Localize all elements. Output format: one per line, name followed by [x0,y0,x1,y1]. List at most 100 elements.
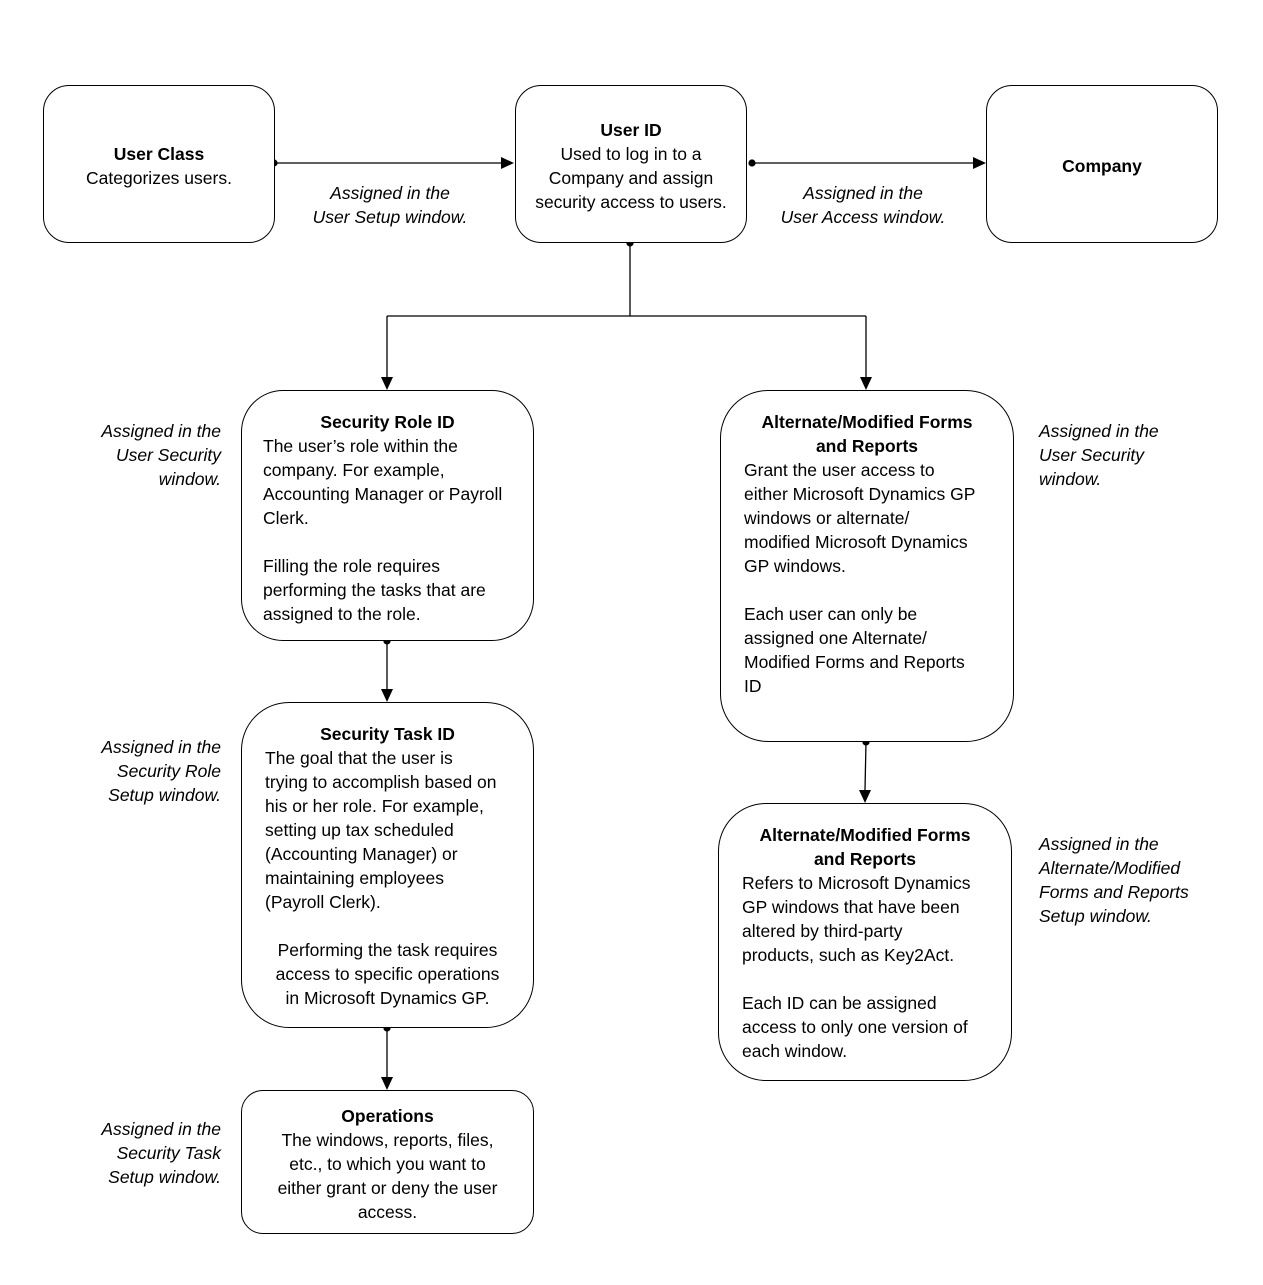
security-role-desc-line: Filling the role requires [263,556,441,576]
security-task-title: Security Task ID [320,724,455,744]
note-line: window. [1039,469,1102,489]
note-line: Security Task [116,1143,221,1163]
alt-forms-desc-line: assigned one Alternate/ [744,628,927,648]
security-role-desc-line: company. For example, [263,460,445,480]
note-line: Setup window. [108,785,221,805]
operations-title: Operations [341,1106,434,1126]
note-line: Assigned in the [101,1119,221,1139]
note-line: Assigned in the [1039,421,1159,441]
company-title: Company [1062,156,1142,176]
spacer [742,967,1011,991]
user-id-desc-line: Company and assign [548,168,714,188]
spacer [265,914,533,938]
note-alt-user-security: Assigned in the User Security window. [1039,419,1239,491]
user-id-desc-line: security access to users. [535,192,727,212]
alt-forms-box: Alternate/Modified Forms and Reports Gra… [720,390,1014,742]
security-role-desc-line: performing the tasks that are [263,580,486,600]
note-line: Setup window. [1039,906,1152,926]
user-class-desc: Categorizes users. [86,168,232,188]
alt-forms-title-line: Alternate/Modified Forms [761,412,973,432]
alt-forms-desc-line: GP windows. [744,556,846,576]
note-task-role-setup: Assigned in the Security Role Setup wind… [40,735,221,807]
operations-desc-line: either grant or deny the user [277,1178,498,1198]
operations-desc-line: The windows, reports, files, [281,1130,494,1150]
note-line: window. [158,469,221,489]
alt-forms-desc-line: Each user can only be [744,604,918,624]
user-class-box: User Class Categorizes users. [43,85,275,243]
alt-forms-id-desc-line: access to only one version of [742,1017,968,1037]
alt-forms-desc-line: either Microsoft Dynamics GP [744,484,976,504]
security-role-desc-line: The user’s role within the [263,436,458,456]
spacer [744,578,1013,602]
security-task-desc-line: access to specific operations [275,964,500,984]
alt-forms-id-box: Alternate/Modified Forms and Reports Ref… [718,803,1012,1081]
arrowhead [973,157,986,169]
security-task-desc-line: The goal that the user is [265,748,453,768]
spacer [263,530,533,554]
note-line: Forms and Reports [1039,882,1189,902]
alt-forms-id-title-line: and Reports [813,849,917,869]
security-task-desc-line: (Payroll Clerk). [265,892,381,912]
security-task-desc-line: maintaining employees [265,868,444,888]
note-line: User Setup window. [312,207,468,227]
alt-forms-desc-line: Modified Forms and Reports [744,652,965,672]
alt-forms-desc-line: ID [744,676,762,696]
note-line: Setup window. [108,1167,221,1187]
connector-altforms-altforms2 [864,741,867,791]
note-line: Security Role [116,761,221,781]
security-task-desc-line: in Microsoft Dynamics GP. [285,988,490,1008]
security-role-desc-line: Clerk. [263,508,309,528]
operations-desc-line: access. [357,1202,418,1222]
security-task-desc-line: (Accounting Manager) or [265,844,458,864]
user-id-box: User ID Used to log in to a Company and … [515,85,747,243]
note-line: Assigned in the [803,183,923,203]
alt-forms-id-desc-line: Refers to Microsoft Dynamics [742,873,971,893]
alt-forms-id-title-line: Alternate/Modified Forms [759,825,971,845]
security-task-desc-line: trying to accomplish based on [265,772,497,792]
arrowhead [381,1077,393,1090]
user-id-title: User ID [600,120,662,140]
note-line: Assigned in the [101,737,221,757]
arrowhead [859,790,871,803]
note-line: User Access window. [780,207,946,227]
note-line: Assigned in the [330,183,450,203]
security-role-desc-line: Accounting Manager or Payroll [263,484,503,504]
alt-forms-id-desc-line: Each ID can be assigned [742,993,937,1013]
note-line: Assigned in the [101,421,221,441]
alt-forms-title-line: and Reports [815,436,919,456]
arrowhead [381,377,393,390]
company-box: Company [986,85,1218,243]
note-line: User Security [1039,445,1145,465]
note-line: User Security [115,445,221,465]
note-line: Assigned in the [1039,834,1159,854]
note-alt-setup: Assigned in the Alternate/Modified Forms… [1039,832,1239,928]
alt-forms-id-desc-line: each window. [742,1041,848,1061]
operations-box: Operations The windows, reports, files, … [241,1090,534,1234]
note-line: Alternate/Modified [1039,858,1181,878]
security-role-title: Security Role ID [320,412,455,432]
alt-forms-desc-line: Grant the user access to [744,460,935,480]
security-role-desc-line: assigned to the role. [263,604,421,624]
alt-forms-desc-line: windows or alternate/ [744,508,910,528]
security-task-box: Security Task ID The goal that the user … [241,702,534,1028]
user-id-desc-line: Used to log in to a [560,144,702,164]
note-user-setup: Assigned in the User Setup window. [290,181,490,229]
note-ops-task-setup: Assigned in the Security Task Setup wind… [40,1117,221,1189]
security-role-box: Security Role ID The user’s role within … [241,390,534,641]
note-role-user-security: Assigned in the User Security window. [40,419,221,491]
note-user-access: Assigned in the User Access window. [763,181,963,229]
operations-desc-line: etc., to which you want to [289,1154,486,1174]
arrowhead [381,689,393,702]
connector-dot [748,159,756,167]
alt-forms-id-desc-line: GP windows that have been [742,897,960,917]
alt-forms-desc-line: modified Microsoft Dynamics [744,532,968,552]
alt-forms-id-desc-line: altered by third-party [742,921,903,941]
arrowhead [860,377,872,390]
security-task-desc-line: his or her role. For example, [265,796,484,816]
user-class-title: User Class [113,144,205,164]
alt-forms-id-desc-line: products, such as Key2Act. [742,945,955,965]
security-task-desc-line: setting up tax scheduled [265,820,454,840]
security-task-desc-line: Performing the task requires [277,940,498,960]
arrowhead [501,157,514,169]
